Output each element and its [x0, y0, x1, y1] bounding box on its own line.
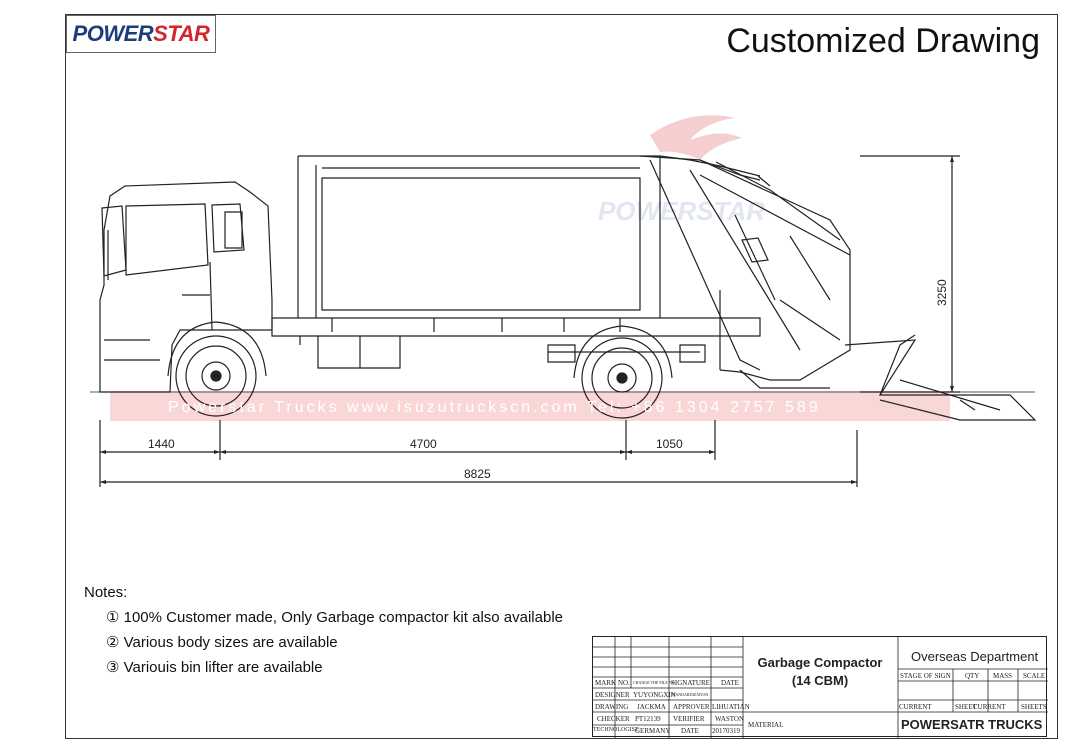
tb-approver-value: LIHUATIAN [712, 703, 750, 711]
watermark-brand: POWERSTAR [598, 196, 765, 226]
tb-checker-value: PT12139 [635, 715, 661, 723]
tb-hdr-mark: MARK [595, 679, 617, 687]
notes-heading: Notes: [84, 584, 128, 601]
note-item: ① 100% Customer made, Only Garbage compa… [106, 609, 563, 626]
watermark-eagle-icon [650, 115, 742, 160]
title-block: MARK NO. CHANGE THE FILE NO. SIGNATURE D… [592, 636, 1048, 738]
tb-scale: SCALE [1023, 672, 1046, 680]
dim-wheelbase: 4700 [410, 437, 437, 451]
logo-text-power: POWER [72, 21, 154, 46]
tb-mass: MASS [993, 672, 1013, 680]
tb-hdr-date: DATE [721, 679, 739, 687]
tb-approver-label: APPROVER [673, 703, 710, 711]
tb-current1: CURRENT [899, 703, 932, 711]
notes: Notes: ① 100% Customer made, Only Garbag… [84, 580, 563, 680]
watermark-band [110, 391, 950, 421]
tb-designer-value: YUYONGXIN [633, 691, 676, 699]
tb-stage: STAGE OF SIGN [900, 672, 951, 680]
dim-front-overhang: 1440 [148, 437, 175, 451]
tb-designer-label: DESIGNER [595, 691, 630, 699]
watermark-band-text: Powerstar Trucks www.isuzutruckscn.com T… [168, 399, 821, 416]
page-title: Customized Drawing [726, 22, 1040, 60]
tb-checker-label: CHECKER [597, 715, 630, 723]
tb-technologist-value: GERMANY [635, 727, 671, 735]
tb-product-line2: (14 CBM) [791, 673, 849, 688]
tb-current2: CURRENT [973, 703, 1006, 711]
note-item: ③ Variouis bin lifter are available [106, 659, 323, 676]
tb-qty: QTY [965, 672, 980, 680]
tb-hdr-change: CHANGE THE FILE NO. [633, 680, 676, 685]
tb-drawing-value: JACKMA [637, 703, 666, 711]
dim-rear-axle-spacing: 1050 [656, 437, 683, 451]
tb-verifier-value: WASTON [715, 715, 745, 723]
note-item: ② Various body sizes are available [106, 634, 338, 651]
dim-overall-length: 8825 [464, 467, 491, 481]
tb-hdr-signature: SIGNATURE [671, 679, 710, 687]
tb-sheet: SHEET [955, 703, 977, 711]
tb-date-value: 20170319 [712, 727, 740, 735]
tb-drawing-label: DRAWING [595, 703, 629, 711]
tb-company: POWERSATR TRUCKS [901, 717, 1043, 732]
tb-sheets: SHEETS [1021, 703, 1047, 711]
dim-height: 3250 [935, 279, 949, 306]
tb-verifier-label: VERIFIER [673, 715, 705, 723]
tb-product-line1: Garbage Compactor [757, 655, 883, 670]
tb-standard-label: STANDARDIZATION [671, 692, 709, 697]
tb-date-label: DATE [681, 727, 699, 735]
drawing-frame [65, 14, 1058, 739]
tb-technologist-label: TECHNOLOGIST [593, 727, 639, 733]
tb-department: Overseas Department [911, 649, 1039, 664]
title-block-grid [593, 637, 1048, 738]
tb-material-label: MATERIAL [748, 721, 784, 729]
logo-text-star: STAR [153, 21, 210, 46]
tb-hdr-no: NO. [618, 679, 630, 687]
